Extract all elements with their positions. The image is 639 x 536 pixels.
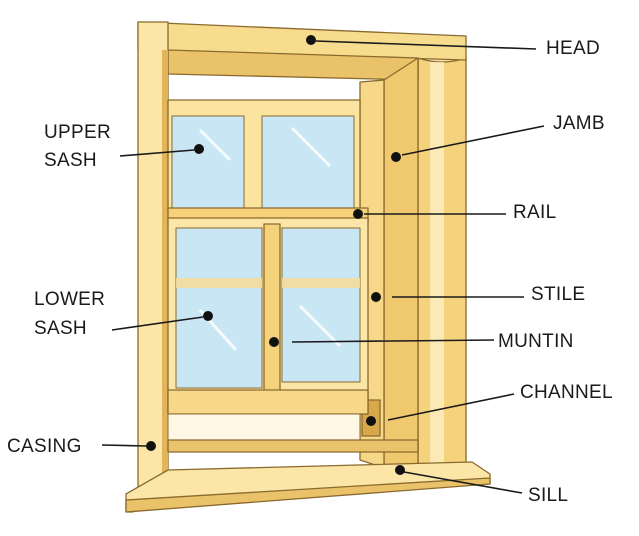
label-sill: SILL bbox=[528, 485, 568, 506]
stile-marker bbox=[371, 292, 381, 302]
upper-sash-marker bbox=[194, 144, 204, 154]
jamb-marker bbox=[391, 152, 401, 162]
muntin-bar bbox=[263, 223, 281, 395]
rail-marker bbox=[353, 209, 363, 219]
upper-sash-leader bbox=[119, 149, 195, 157]
labels: HEAD JAMB UPPER SASH RAIL LOWER SASH STI… bbox=[7, 38, 613, 506]
lower-pane-left bbox=[175, 227, 263, 389]
casing-marker bbox=[146, 441, 156, 451]
label-stile: STILE bbox=[531, 284, 585, 305]
sill-marker bbox=[395, 465, 405, 475]
callouts bbox=[101, 35, 545, 494]
label-upper-sash-line1: UPPER bbox=[44, 122, 111, 143]
sill-leader bbox=[403, 471, 523, 494]
lower-sash-bottom-rail bbox=[167, 389, 369, 415]
label-head: HEAD bbox=[546, 38, 600, 59]
head-leader bbox=[315, 40, 537, 50]
channel-marker bbox=[366, 416, 376, 426]
lower-sash-leader bbox=[111, 316, 204, 331]
lower-sash-marker bbox=[203, 311, 213, 321]
head-marker bbox=[306, 35, 316, 45]
muntin-marker bbox=[269, 337, 279, 347]
jamb-leader bbox=[401, 125, 545, 156]
upper-pane-left bbox=[171, 115, 245, 209]
label-lower-sash-line1: LOWER bbox=[34, 289, 105, 310]
muntin-leader bbox=[291, 339, 495, 343]
label-channel: CHANNEL bbox=[520, 382, 613, 403]
label-upper-sash-line2: SASH bbox=[44, 150, 97, 171]
lower-pane-right bbox=[281, 227, 361, 383]
label-jamb: JAMB bbox=[553, 113, 605, 134]
label-rail: RAIL bbox=[513, 202, 556, 223]
window-illustration bbox=[125, 21, 491, 513]
channel-leader bbox=[387, 393, 515, 421]
upper-pane-right bbox=[261, 115, 355, 209]
label-lower-sash-line2: SASH bbox=[34, 318, 87, 339]
label-casing: CASING bbox=[7, 436, 82, 457]
casing-leader bbox=[101, 444, 147, 447]
jamb bbox=[383, 57, 419, 471]
label-muntin: MUNTIN bbox=[498, 331, 574, 352]
